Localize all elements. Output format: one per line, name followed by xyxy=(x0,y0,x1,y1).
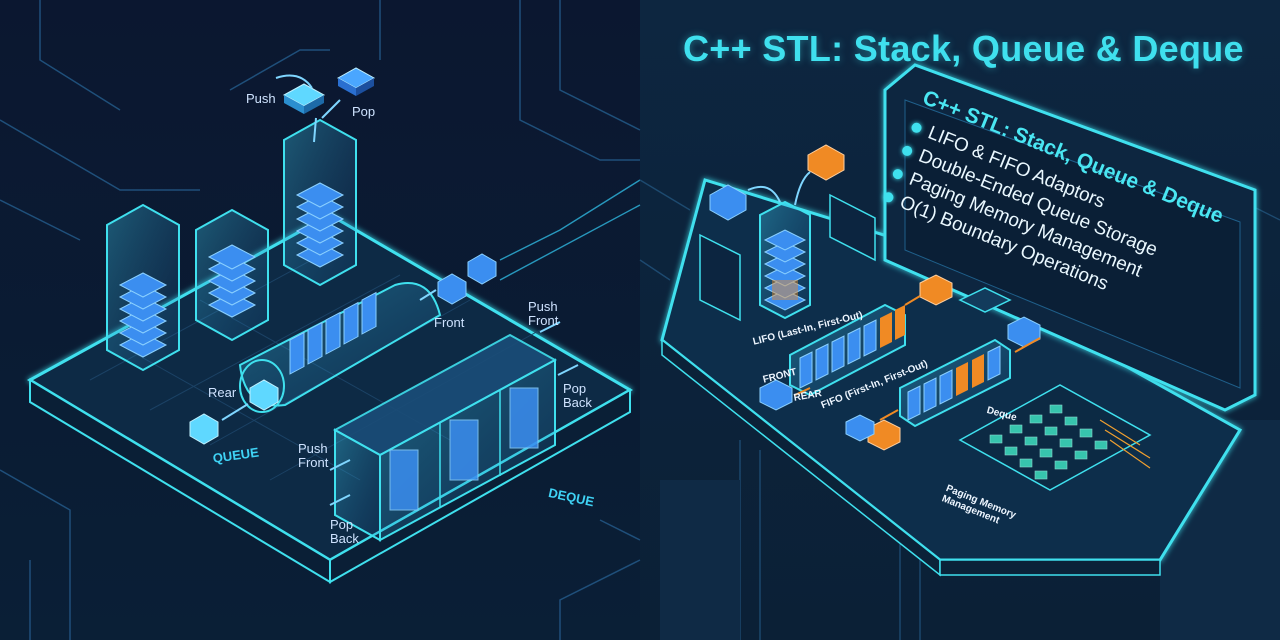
queue-front-cubes xyxy=(437,253,497,305)
deque-container xyxy=(332,333,558,542)
pop-back-label-right: Pop Back xyxy=(563,381,592,410)
pop-label: Pop xyxy=(352,104,376,119)
pop-arrow-icon xyxy=(313,117,317,143)
lifo-stack-tower xyxy=(759,200,811,320)
queue-rear-cubes xyxy=(189,379,279,445)
page-title: C++ STL: Stack, Queue & Deque xyxy=(683,28,1244,69)
left-glow-traces xyxy=(499,179,641,281)
fifo-cubes xyxy=(759,274,953,411)
front-label: Front xyxy=(434,315,465,330)
side-panels xyxy=(699,193,876,322)
lifo-arrows xyxy=(747,171,811,206)
stack-tower-main xyxy=(283,118,357,287)
stack-tower-1 xyxy=(106,203,180,372)
bullet-icon xyxy=(910,121,924,135)
push-cube xyxy=(282,83,326,114)
queue-arrows xyxy=(221,289,437,421)
lifo-cubes xyxy=(709,144,845,221)
deque-cubes xyxy=(845,316,1041,451)
stack-tower-2 xyxy=(195,208,269,342)
info-screen xyxy=(883,63,1257,412)
deque-arrows xyxy=(329,321,579,506)
bullet-icon xyxy=(891,167,905,181)
bullet-icon xyxy=(881,190,895,204)
memory-chip-icon xyxy=(958,384,1152,491)
fifo-arrows xyxy=(794,295,921,396)
push-pop-arrows xyxy=(275,74,341,143)
deque-row xyxy=(899,338,1011,428)
queue-cylinder xyxy=(238,282,442,413)
pop-back-label-bottom: Pop Back xyxy=(330,517,359,546)
push-front-label-bottom: Push Front xyxy=(298,441,329,470)
fifo-row xyxy=(789,303,906,397)
connector-chip xyxy=(958,287,1012,313)
left-circuit-traces xyxy=(0,0,641,640)
push-arrow-icon xyxy=(275,74,313,89)
bullet-icon xyxy=(900,144,914,158)
pop-cube xyxy=(336,67,376,96)
push-front-label-top: Push Front xyxy=(528,299,559,328)
push-label: Push xyxy=(246,91,276,106)
rear-label: Rear xyxy=(208,385,237,400)
deque-row-arrows xyxy=(879,337,1041,421)
